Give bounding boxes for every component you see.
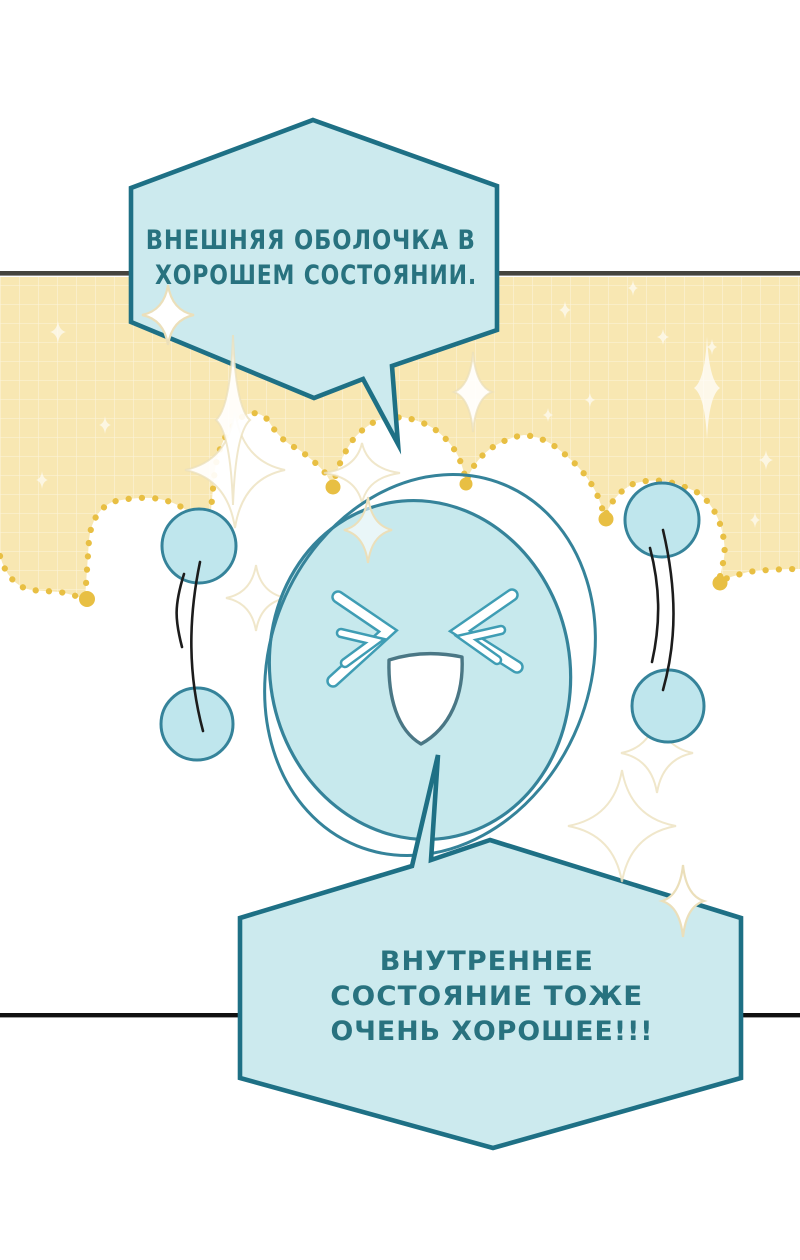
hand-circle-top-right: [623, 481, 701, 559]
accent-dot: [79, 591, 95, 607]
speech-text-top-line1: ВНЕШНЯЯ ОБОЛОЧКА В: [146, 225, 476, 256]
hand-circle-bottom-right: [630, 668, 706, 744]
hand-circle-bottom-left: [159, 686, 235, 762]
accent-dot: [325, 479, 341, 495]
blob-character-hands: [159, 481, 706, 762]
speech-text-bottom-line3: ОЧЕНЬ ХОРОШЕЕ!!!: [331, 1016, 654, 1047]
accent-dot: [712, 575, 728, 591]
speech-text-top: ВНЕШНЯЯ ОБОЛОЧКА В ХОРОШЕМ СОСТОЯНИИ.: [146, 225, 486, 291]
motion-lines-right: [648, 528, 675, 692]
cloud-dotted-border: [0, 410, 800, 604]
speech-text-bottom-line1: ВНУТРЕННЕЕ: [380, 946, 594, 977]
speech-bubble-top: [128, 117, 500, 455]
accent-dot: [459, 477, 473, 491]
cloud-accent-dots: [79, 477, 728, 607]
character-body-ring: [263, 473, 597, 857]
blob-character: [263, 424, 597, 857]
left-eye: [326, 590, 399, 688]
motion-lines-left: [175, 560, 205, 733]
hand-circle-top-left: [160, 507, 238, 585]
mouth: [387, 651, 464, 746]
speech-text-top-line2: ХОРОШЕМ СОСТОЯНИИ.: [155, 260, 477, 291]
speech-text-bottom: ВНУТРЕННЕЕ СОСТОЯНИЕ ТОЖЕ ОЧЕНЬ ХОРОШЕЕ!…: [330, 946, 653, 1047]
speech-bubble-bottom: [237, 754, 744, 1151]
accent-dot: [598, 511, 614, 527]
right-eye: [447, 588, 524, 674]
speech-text-bottom-line2: СОСТОЯНИЕ ТОЖЕ: [330, 981, 643, 1012]
